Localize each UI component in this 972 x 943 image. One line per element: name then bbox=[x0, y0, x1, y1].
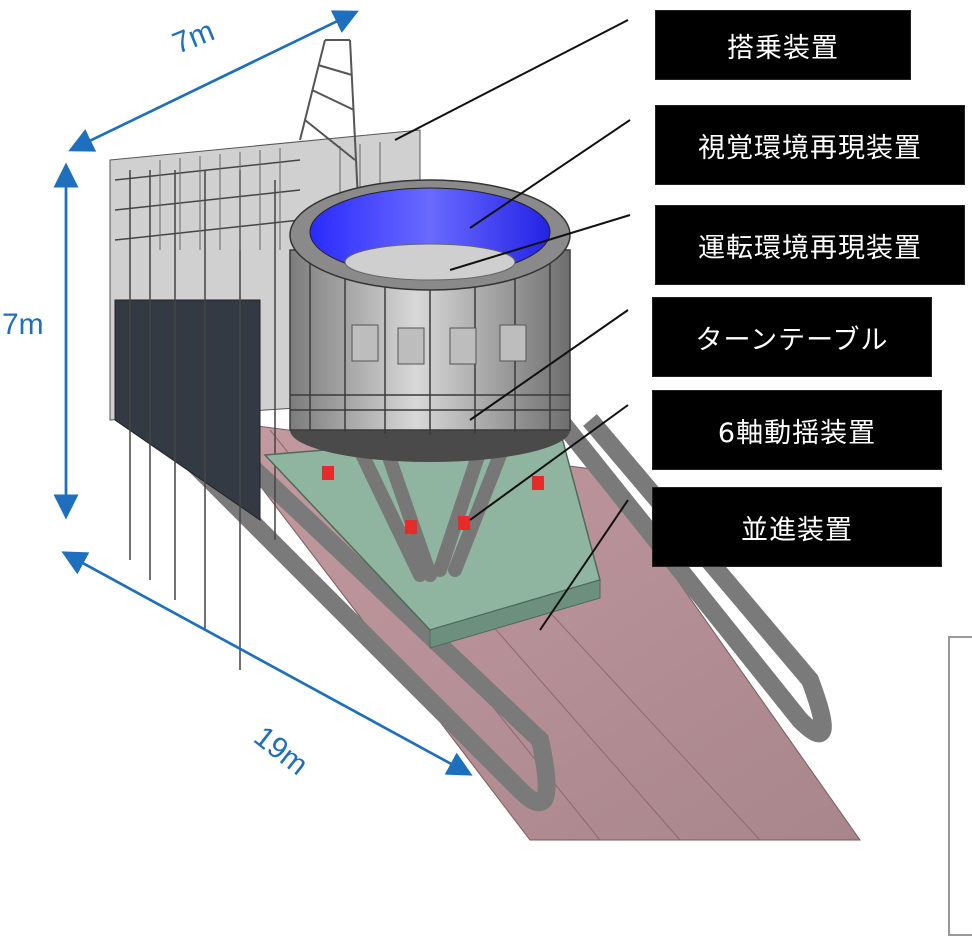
inset-frame bbox=[948, 636, 972, 936]
label-translation-device: 並進装置 bbox=[652, 487, 942, 567]
hexapod-legs bbox=[353, 443, 507, 582]
label-turntable: ターンテーブル bbox=[652, 297, 932, 377]
right-belt bbox=[552, 414, 832, 743]
label-boarding-device: 搭乗装置 bbox=[655, 10, 911, 80]
dimension-arrows bbox=[53, 10, 473, 776]
left-belt bbox=[143, 373, 556, 812]
tower bbox=[299, 39, 359, 201]
height-dimension-label: 7m bbox=[2, 308, 44, 341]
label-driving-environment-device: 運転環境再現装置 bbox=[655, 205, 965, 285]
label-six-axis-motion-device: 6軸動揺装置 bbox=[652, 390, 942, 470]
callout-lines bbox=[394, 19, 631, 631]
actuator-lights bbox=[322, 466, 544, 534]
label-visual-environment-device: 視覚環境再現装置 bbox=[655, 105, 965, 185]
